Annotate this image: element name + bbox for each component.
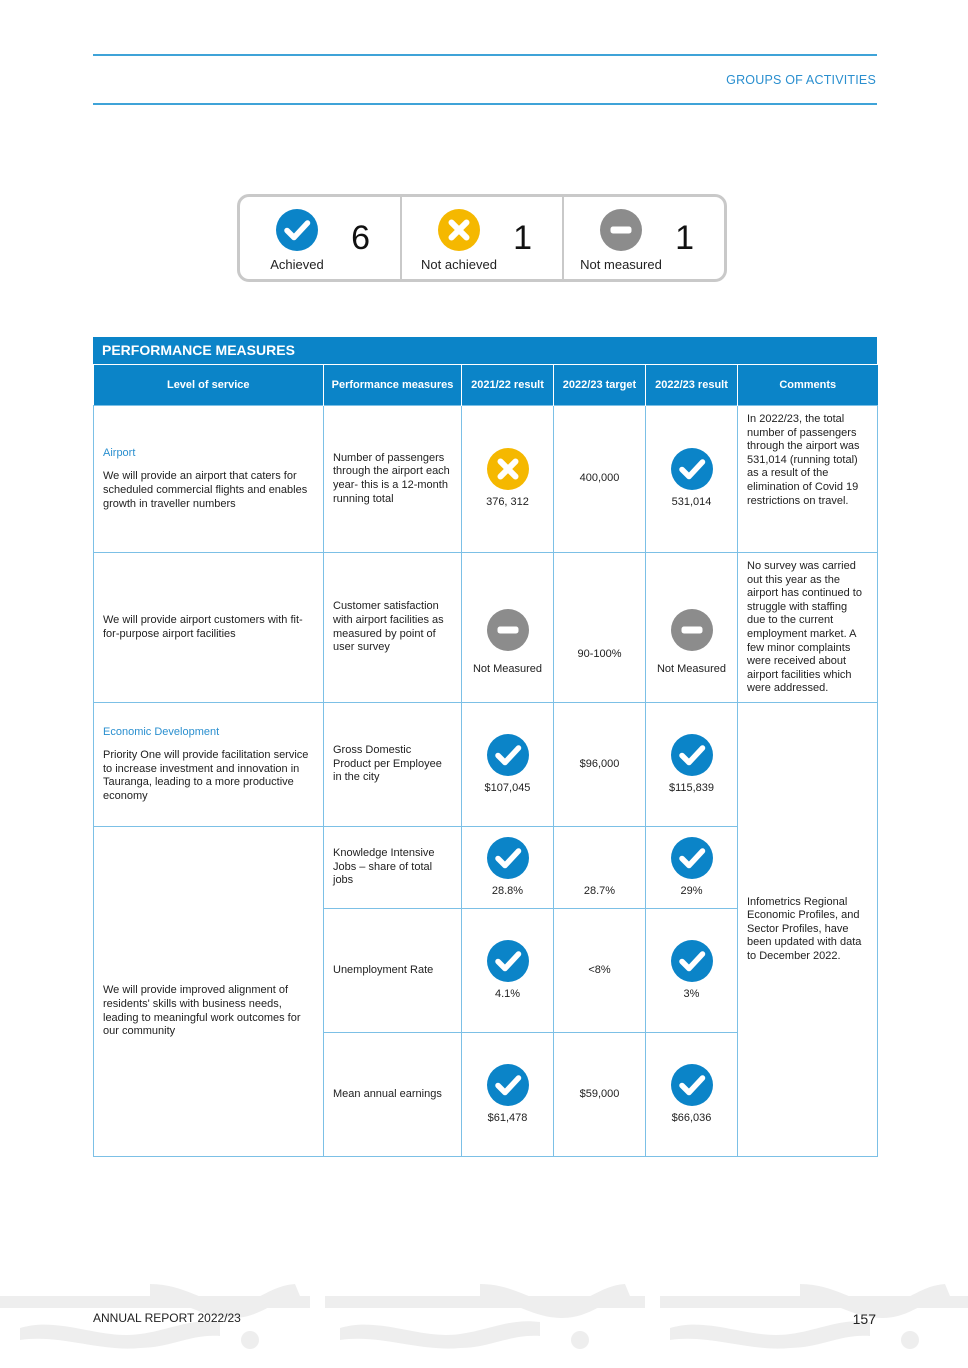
comment-cell: In 2022/23, the total number of passenge… [737, 405, 878, 553]
result-2022-23-cell: $66,036 [645, 1032, 738, 1157]
check-circle-icon [671, 448, 713, 490]
result-2021-22-cell: $61,478 [461, 1032, 554, 1157]
performance-table: Level of service Performance measures 20… [93, 365, 878, 1157]
los-heading: Airport [103, 446, 136, 459]
check-circle-icon [671, 837, 713, 879]
summary-label: Not measured [580, 257, 662, 272]
table-title: PERFORMANCE MEASURES [93, 337, 877, 364]
summary-achieved: 6 Achieved [240, 197, 402, 279]
table-row: Airport We will provide an airport that … [93, 405, 878, 553]
check-circle-icon [671, 1064, 713, 1106]
result-2022-23-cell: 3% [645, 908, 738, 1033]
check-circle-icon [487, 940, 529, 982]
col-header-comments: Comments [737, 365, 878, 406]
comment-cell: Infometrics Regional Economic Profiles, … [737, 702, 878, 1157]
result-2021-22-cell: Not Measured [461, 552, 554, 703]
result-2021-22-cell: 28.8% [461, 826, 554, 909]
summary-label: Achieved [270, 257, 324, 272]
los-heading: Economic Development [103, 725, 220, 738]
section-tag: GROUPS OF ACTIVITIES [726, 73, 876, 87]
summary-not-measured: 1 Not measured [564, 197, 724, 279]
level-of-service-cell: We will provide improved alignment of re… [93, 826, 324, 1157]
result-2022-23-value: 531,014 [671, 496, 712, 509]
col-header-performance-measures: Performance measures [323, 365, 462, 406]
table-row: We will provide improved alignment of re… [93, 826, 878, 1157]
measure-cell: Gross Domestic Product per Employee in t… [323, 702, 462, 827]
check-circle-icon [487, 1064, 529, 1106]
col-header-2022-23-result: 2022/23 result [645, 365, 738, 406]
result-2021-22-cell: 376, 312 [461, 405, 554, 553]
target-2022-23-cell: <8% [553, 908, 646, 1033]
summary-count: 6 [351, 219, 370, 257]
table-row: Economic Development Priority One will p… [93, 702, 878, 1157]
check-circle-icon [487, 734, 529, 776]
level-of-service-cell: We will provide airport customers with f… [93, 552, 324, 703]
result-2022-23-value: 3% [683, 987, 700, 1000]
measure-cell: Mean annual earnings [323, 1032, 462, 1157]
check-circle-icon [276, 209, 318, 251]
result-2022-23-value: Not Measured [656, 662, 727, 675]
cross-circle-icon [487, 448, 529, 490]
table-header-row: Level of service Performance measures 20… [93, 365, 878, 406]
minus-circle-icon [671, 609, 713, 651]
header-rule-top [93, 54, 877, 56]
los-text: We will provide an airport that caters f… [103, 470, 308, 510]
table-row: Mean annual earnings $61,478 $59,000 $66… [94, 1032, 878, 1157]
footer-pattern [0, 1284, 968, 1349]
los-text: We will provide improved alignment of re… [103, 984, 301, 1038]
table-row: Unemployment Rate 4.1% <8% 3% [94, 908, 878, 1033]
result-2022-23-value: 29% [680, 884, 703, 897]
performance-measures: PERFORMANCE MEASURES Level of service Pe… [93, 337, 878, 1157]
result-2021-22-value: 376, 312 [486, 496, 529, 509]
summary-count: 1 [675, 219, 694, 257]
col-header-2021-22-result: 2021/22 result [461, 365, 554, 406]
minus-circle-icon [600, 209, 642, 251]
measure-cell: Unemployment Rate [323, 908, 462, 1033]
result-2022-23-cell: 531,014 [645, 405, 738, 553]
los-text: Priority One will provide facilitation s… [103, 749, 309, 802]
page-number: 157 [852, 1311, 876, 1327]
result-2021-22-cell: 4.1% [461, 908, 554, 1033]
summary-not-achieved: 1 Not achieved [402, 197, 564, 279]
los-text: We will provide airport customers with f… [103, 613, 303, 640]
target-2022-23-cell: $59,000 [553, 1032, 646, 1157]
col-header-2022-23-target: 2022/23 target [553, 365, 646, 406]
minus-circle-icon [487, 609, 529, 651]
result-2021-22-value: $61,478 [487, 1111, 528, 1124]
result-2021-22-cell: $107,045 [461, 702, 554, 827]
result-2021-22-value: Not Measured [472, 662, 543, 675]
measure-cell: Knowledge Intensive Jobs – share of tota… [323, 826, 462, 909]
results-summary: 6 Achieved 1 Not achieved 1 Not measured [237, 194, 727, 282]
target-2022-23-value: 28.7% [583, 884, 616, 897]
col-header-level-of-service: Level of service [93, 365, 324, 406]
check-circle-icon [487, 837, 529, 879]
summary-label: Not achieved [421, 257, 497, 272]
result-2021-22-value: $107,045 [484, 781, 531, 794]
check-circle-icon [671, 940, 713, 982]
header-rule-bottom [93, 103, 877, 105]
result-2021-22-value: 28.8% [491, 884, 524, 897]
summary-count: 1 [513, 219, 532, 257]
target-2022-23-cell: 28.7% [553, 826, 646, 909]
target-2022-23-cell: 90-100% [553, 552, 646, 703]
result-2022-23-cell: $115,839 [645, 702, 738, 827]
result-2022-23-cell: 29% [645, 826, 738, 909]
result-2022-23-value: $66,036 [671, 1111, 712, 1124]
table-row: We will provide airport customers with f… [93, 552, 878, 703]
result-2021-22-value: 4.1% [494, 987, 521, 1000]
result-2022-23-cell: Not Measured [645, 552, 738, 703]
level-of-service-cell: Airport We will provide an airport that … [93, 405, 324, 553]
target-2022-23-cell: $96,000 [553, 702, 646, 827]
measure-cell: Customer satisfaction with airport facil… [323, 552, 462, 703]
measure-cell: Number of passengers through the airport… [323, 405, 462, 553]
footer-report-title: ANNUAL REPORT 2022/23 [93, 1311, 241, 1325]
target-2022-23-cell: 400,000 [553, 405, 646, 553]
check-circle-icon [671, 734, 713, 776]
result-2022-23-value: $115,839 [668, 781, 715, 794]
cross-circle-icon [438, 209, 480, 251]
level-of-service-cell: Economic Development Priority One will p… [93, 702, 324, 827]
comment-cell: No survey was carried out this year as t… [737, 552, 878, 703]
